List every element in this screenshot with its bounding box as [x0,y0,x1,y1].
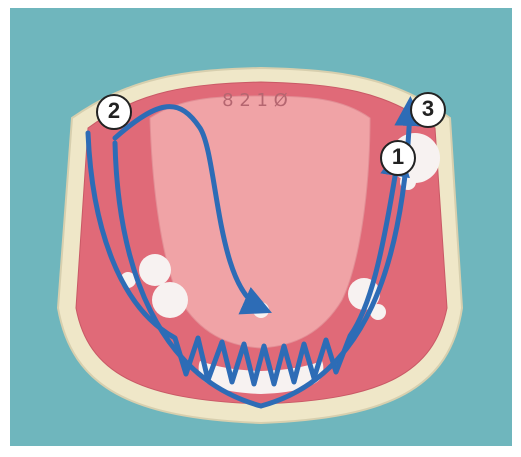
badge-2: 2 [97,95,131,129]
tooth [152,282,188,318]
badge-1: 1 [381,141,415,175]
photo-scene: 8 2 1 Ø 2 3 [10,8,512,446]
tooth [139,254,171,286]
badge-2-label: 2 [108,98,120,123]
model-engraving: 8 2 1 Ø [222,90,288,111]
badge-3-label: 3 [422,96,434,121]
badge-3: 3 [411,93,445,127]
badge-1-label: 1 [392,144,404,169]
illustration: 8 2 1 Ø 2 3 [10,8,512,446]
